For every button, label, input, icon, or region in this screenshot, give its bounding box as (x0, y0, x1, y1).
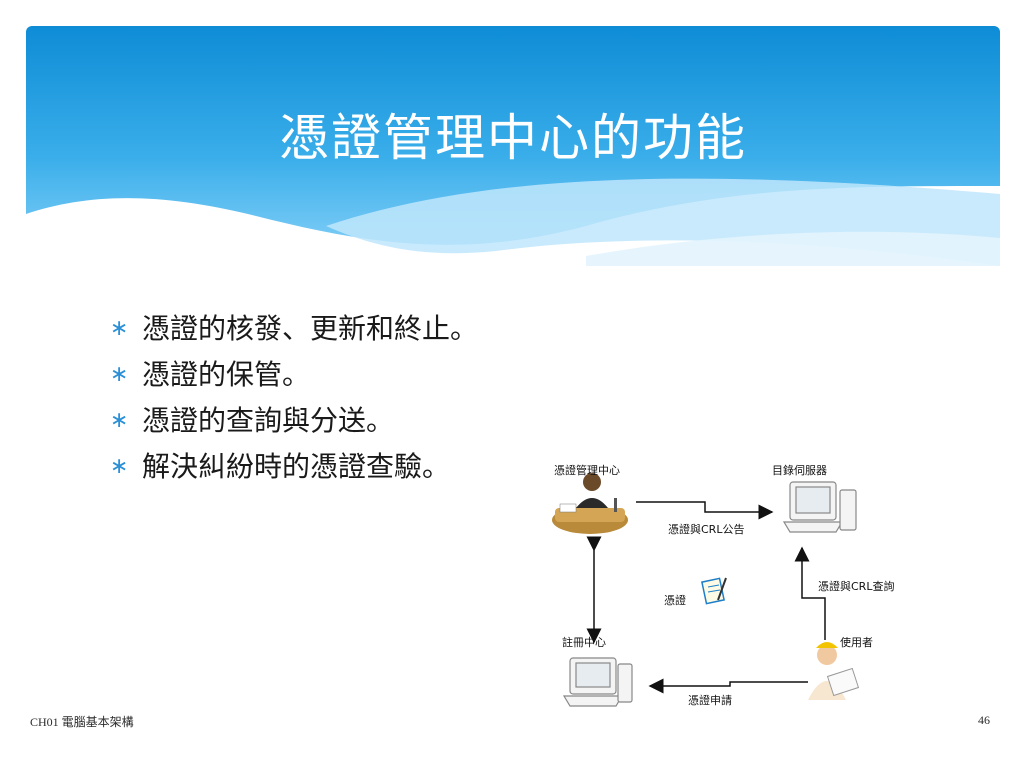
bullet-list: ∗ 憑證的核發、更新和終止。 ∗ 憑證的保管。 ∗ 憑證的查詢與分送。 ∗ 解決… (110, 306, 478, 490)
arrow-user-to-directory (794, 546, 826, 640)
asterisk-icon: ∗ (110, 454, 129, 479)
ca-officer-icon (552, 473, 628, 534)
edge-label-apply: 憑證申請 (688, 694, 732, 707)
node-label-user: 使用者 (840, 636, 873, 649)
diagram-graphics (552, 473, 860, 707)
arrow-user-to-ra (648, 678, 808, 694)
user-engineer-icon (808, 642, 860, 700)
edge-label-query: 憑證與CRL查詢 (818, 580, 895, 593)
page-number: 46 (978, 713, 990, 727)
asterisk-icon: ∗ (110, 316, 129, 341)
bullet-item: ∗ 解決糾紛時的憑證查驗。 (110, 444, 478, 490)
node-label-directory: 目錄伺服器 (772, 464, 827, 477)
bullet-item: ∗ 憑證的保管。 (110, 352, 478, 398)
header-wave-graphic (26, 26, 1000, 266)
registration-center-icon (562, 657, 633, 707)
bullet-item: ∗ 憑證的核發、更新和終止。 (110, 306, 478, 352)
asterisk-icon: ∗ (110, 408, 129, 433)
header-banner: 憑證管理中心的功能 (26, 26, 1000, 266)
slide-title: 憑證管理中心的功能 (279, 109, 747, 167)
certificate-icon (701, 577, 727, 605)
certificate-label: 憑證 (664, 594, 686, 607)
asterisk-icon: ∗ (110, 362, 129, 387)
bullet-text: 憑證的保管。 (142, 358, 311, 391)
bullet-item: ∗ 憑證的查詢與分送。 (110, 398, 478, 444)
node-label-ra: 註冊中心 (562, 636, 606, 649)
node-label-ca: 憑證管理中心 (554, 464, 620, 477)
bullet-text: 解決糾紛時的憑證查驗。 (142, 450, 451, 483)
footer-chapter: CH01 電腦基本架構 (30, 715, 134, 729)
edge-label-publish: 憑證與CRL公告 (668, 523, 745, 536)
directory-server-icon (782, 481, 857, 533)
arrow-ca-to-directory (636, 501, 774, 520)
bullet-text: 憑證的查詢與分送。 (142, 404, 395, 437)
bullet-text: 憑證的核發、更新和終止。 (142, 312, 479, 345)
ca-workflow-diagram: 憑證管理中心 目錄伺服器 註冊中心 使用者 憑證與CRL公告 憑證與CRL查詢 … (540, 450, 920, 715)
